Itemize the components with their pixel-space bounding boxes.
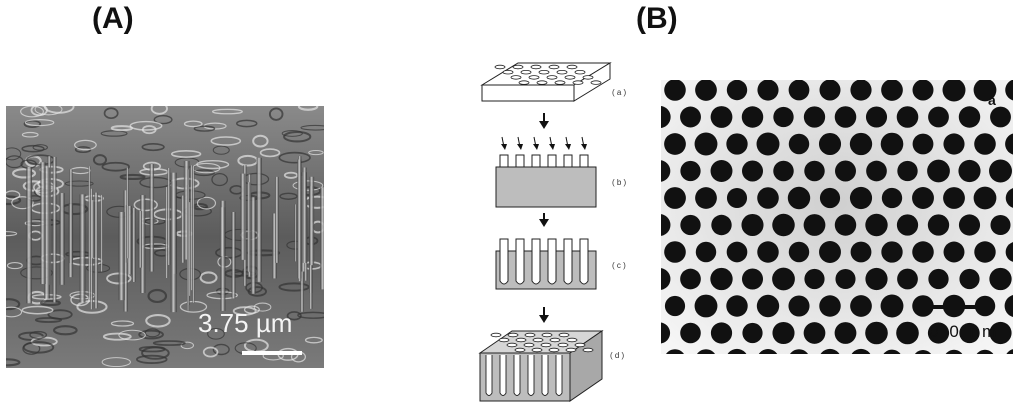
nanowire-sem-image bbox=[6, 106, 324, 368]
step-b-filled-template: ( b ) bbox=[495, 154, 627, 208]
step-label-b: ( b ) bbox=[612, 178, 627, 187]
hexagonal-pore-sem-image bbox=[661, 80, 1013, 354]
step-c-etched-pores: ( c ) bbox=[495, 238, 626, 290]
arrow-down-icon bbox=[539, 307, 549, 323]
step-label-c: ( c ) bbox=[612, 261, 626, 270]
nanowire-group bbox=[26, 156, 324, 313]
template-fabrication-schematic: ( a ) ( b ) ( c ) ( d ) bbox=[478, 62, 627, 402]
scale-bar-label-b: 2 0 0 nm bbox=[909, 322, 1000, 341]
scale-bar-b bbox=[913, 305, 985, 309]
pore-array-drawing bbox=[661, 80, 1013, 354]
pore-grid bbox=[661, 80, 1013, 354]
step-d-porous-block: ( d ) bbox=[478, 330, 625, 402]
panel-label-b: (B) bbox=[636, 2, 678, 35]
scale-bar-a bbox=[242, 351, 302, 355]
step-a-porous-membrane: ( a ) bbox=[480, 62, 627, 102]
step-label-a: ( a ) bbox=[612, 88, 627, 97]
arrow-down-icon bbox=[539, 213, 549, 227]
step-label-d: ( d ) bbox=[610, 351, 625, 360]
deposition-arrows bbox=[501, 136, 587, 150]
panel-label-a: (A) bbox=[92, 2, 134, 35]
corner-label-a: a bbox=[988, 92, 996, 108]
scale-bar-label-a: 3.75 µm bbox=[198, 308, 293, 338]
nanowire-sem-drawing bbox=[6, 106, 324, 368]
arrow-down-icon bbox=[539, 113, 549, 129]
